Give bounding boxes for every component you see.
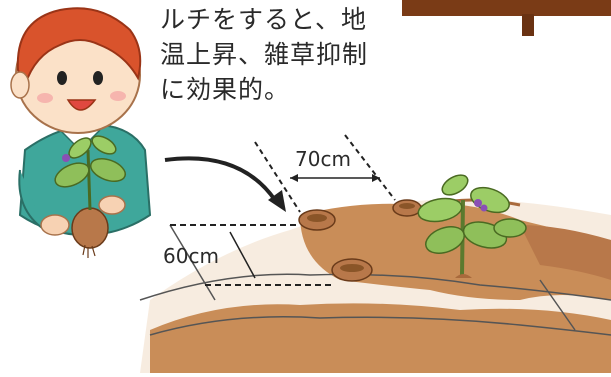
planting-hole [392, 199, 422, 217]
row-spacing-label: 70cm [295, 147, 351, 171]
bed-spacing-label: 60cm [163, 244, 219, 268]
curved-arrow [164, 156, 286, 212]
planting-hole [331, 258, 373, 282]
boy-character [10, 7, 152, 258]
caption-line: ルチをすると、地 [160, 5, 368, 34]
caption-line: 温上昇、雑草抑制 [160, 40, 369, 69]
planting-hole [298, 209, 336, 231]
spacing-markers [170, 134, 396, 286]
caption-line: に効果的。 [160, 75, 291, 104]
wooden-board [402, 0, 611, 36]
eggplant-plant [417, 174, 527, 278]
caption-text: ルチをすると、地 温上昇、雑草抑制 に効果的。 [160, 2, 368, 107]
